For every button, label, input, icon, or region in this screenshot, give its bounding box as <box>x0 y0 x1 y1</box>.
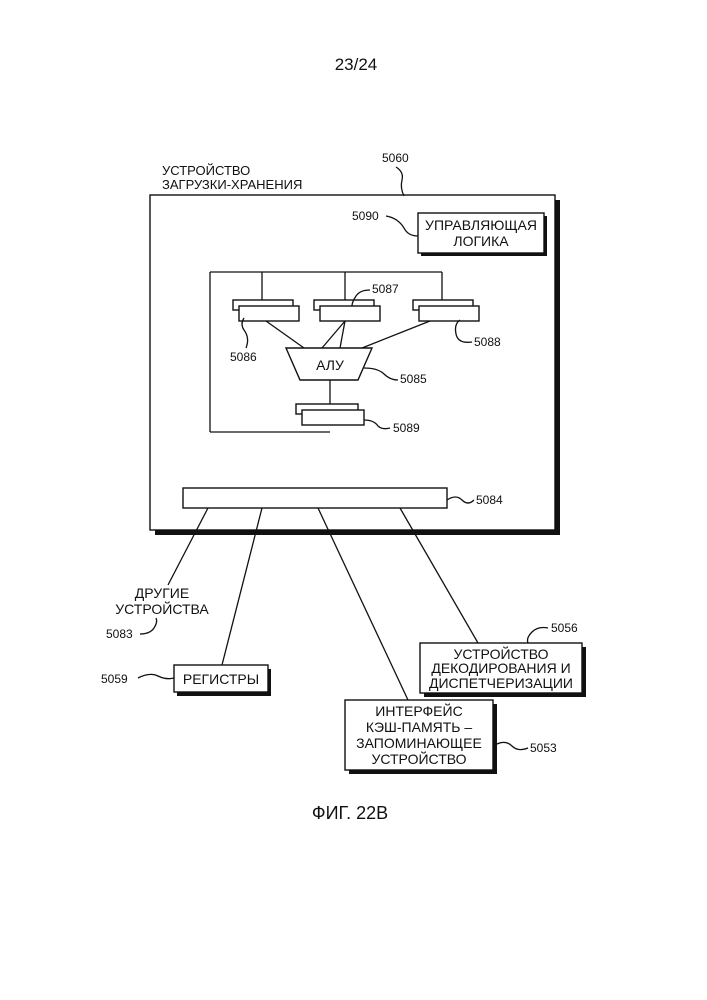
bus-to-cache-interface <box>318 508 408 700</box>
other-units: ДРУГИЕ УСТРОЙСТВА 5083 <box>106 585 209 641</box>
alu-label: АЛУ <box>316 357 344 373</box>
cache-interface: ИНТЕРФЕЙС КЭШ-ПАМЯТЬ – ЗАПОМИНАЮЩЕЕ УСТР… <box>345 700 557 774</box>
cache-interface-line2: КЭШ-ПАМЯТЬ – <box>366 719 473 735</box>
other-units-line1: ДРУГИЕ <box>135 585 189 601</box>
register-middle-ref: 5087 <box>372 282 399 296</box>
registers-leader <box>138 674 174 678</box>
load-store-unit-ref: 5060 <box>382 151 409 165</box>
bus-bar <box>183 488 447 508</box>
registers: РЕГИСТРЫ 5059 <box>101 665 271 696</box>
register-right-ref: 5088 <box>474 335 501 349</box>
register-left-ref: 5086 <box>230 350 257 364</box>
other-units-ref: 5083 <box>106 627 133 641</box>
load-store-unit-title-line1: УСТРОЙСТВО <box>162 163 250 178</box>
cache-interface-leader <box>497 742 528 749</box>
registers-ref: 5059 <box>101 672 128 686</box>
cache-interface-line4: УСТРОЙСТВО <box>371 750 466 767</box>
register-middle-front <box>320 306 380 321</box>
decode-dispatch-ref: 5056 <box>551 621 578 635</box>
cache-interface-ref: 5053 <box>530 741 557 755</box>
register-output-front <box>302 410 364 425</box>
other-units-leader <box>140 618 157 634</box>
decode-dispatch-line3: ДИСПЕТЧЕРИЗАЦИИ <box>429 675 573 691</box>
cache-interface-line3: ЗАПОМИНАЮЩЕЕ <box>356 735 482 751</box>
load-store-unit-title-line2: ЗАГРУЗКИ-ХРАНЕНИЯ <box>162 177 302 192</box>
register-right-front <box>419 306 479 321</box>
page-number: 23/24 <box>335 55 378 74</box>
load-store-unit-leader <box>396 167 404 196</box>
control-logic-line1: УПРАВЛЯЮЩАЯ <box>425 217 537 233</box>
register-left-front <box>239 306 299 321</box>
registers-label: РЕГИСТРЫ <box>183 671 259 687</box>
bus-ref: 5084 <box>476 493 503 507</box>
figure-caption: ФИГ. 22B <box>312 803 388 823</box>
register-output-ref: 5089 <box>393 421 420 435</box>
decode-dispatch: УСТРОЙСТВО ДЕКОДИРОВАНИЯ И ДИСПЕТЧЕРИЗАЦ… <box>420 621 586 697</box>
decode-dispatch-leader <box>528 628 549 644</box>
control-logic-ref: 5090 <box>352 209 379 223</box>
alu-ref: 5085 <box>400 372 427 386</box>
other-units-line2: УСТРОЙСТВА <box>115 600 209 617</box>
decode-dispatch-line2: ДЕКОДИРОВАНИЯ И <box>431 660 570 676</box>
control-logic-line2: ЛОГИКА <box>453 233 509 249</box>
cache-interface-line1: ИНТЕРФЕЙС <box>375 702 462 719</box>
